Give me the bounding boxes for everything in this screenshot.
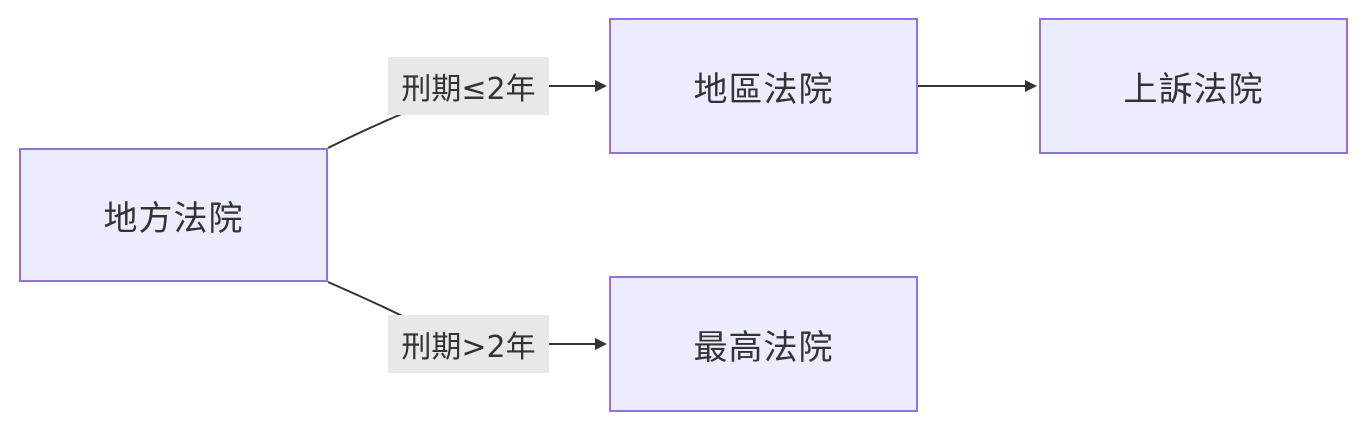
node-district-court: 地區法院 <box>609 18 918 154</box>
node-appeal-court: 上訴法院 <box>1039 18 1348 154</box>
edge-label-sentence-gt-2-years: 刑期>2年 <box>388 315 549 373</box>
edge-label-sentence-le-2-years: 刑期≤2年 <box>388 57 549 115</box>
node-supreme-court: 最高法院 <box>609 276 918 412</box>
node-local-court: 地方法院 <box>19 148 328 282</box>
